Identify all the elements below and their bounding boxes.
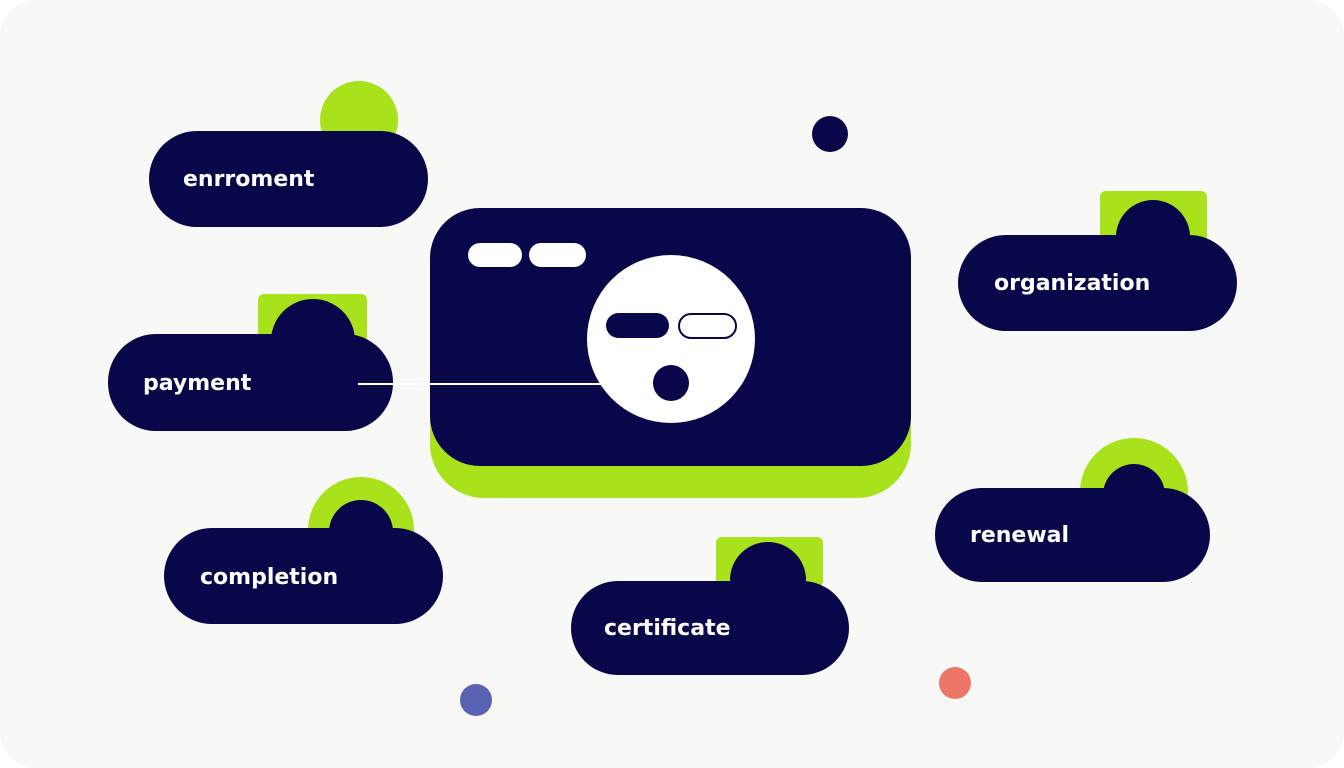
face-circle (587, 255, 755, 423)
renewal-label: renewal (970, 523, 1069, 548)
enrollment-label: enrroment (183, 167, 315, 192)
central-device (358, 208, 911, 498)
indicator-pill (529, 243, 586, 267)
organization-pill: organization (958, 191, 1237, 331)
enrollment-pill: enrroment (149, 81, 428, 227)
payment-pill: payment (108, 294, 393, 431)
violet-dot (460, 684, 492, 716)
navy-dot (812, 116, 848, 152)
completion-label: completion (200, 565, 338, 590)
certificate-pill: certificate (571, 537, 849, 675)
indicator-pill (468, 243, 522, 267)
toggle-outline (678, 313, 737, 339)
mouth-dot (653, 365, 689, 401)
certificate-label: certificate (604, 616, 731, 641)
renewal-pill: renewal (935, 438, 1210, 582)
completion-pill: completion (164, 477, 443, 624)
organization-label: organization (994, 271, 1150, 296)
payment-label: payment (143, 371, 252, 396)
coral-dot (939, 667, 971, 699)
toggle-filled (606, 313, 669, 338)
